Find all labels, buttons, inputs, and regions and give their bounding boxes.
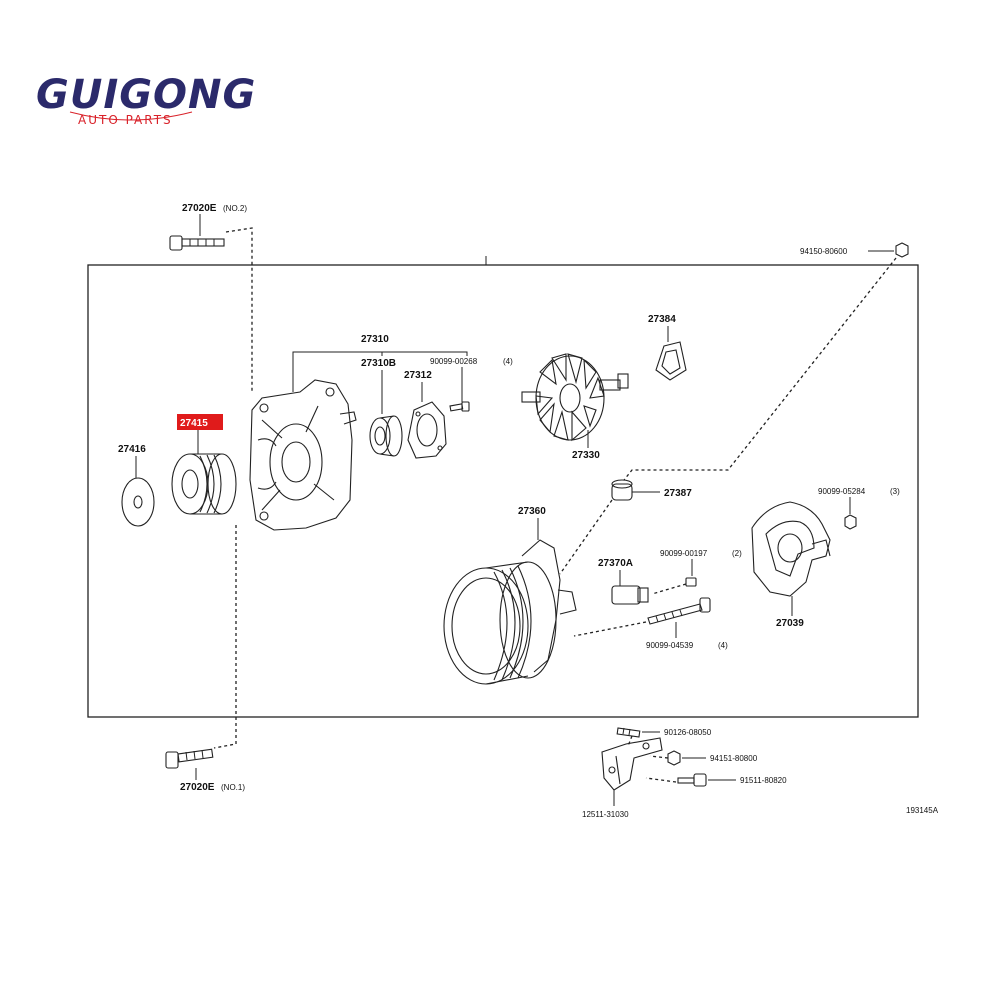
label-no2-note: (NO.2) bbox=[223, 204, 247, 213]
label-90099-00268: 90099-00268 bbox=[430, 357, 478, 366]
label-91511-80820: 91511-80820 bbox=[740, 776, 787, 785]
label-27310: 27310 bbox=[361, 334, 389, 345]
logo-swoosh-icon bbox=[69, 111, 193, 121]
dash-bolt-no1 bbox=[213, 525, 237, 749]
bearing-icon bbox=[369, 415, 403, 457]
through-bolt-icon bbox=[647, 597, 711, 625]
label-27360: 27360 bbox=[518, 506, 546, 517]
bracket-bolt-icon bbox=[677, 773, 707, 787]
label-90099-05284: 90099-05284 bbox=[818, 487, 866, 496]
retainer-plate-icon bbox=[407, 401, 447, 459]
label-27039: 27039 bbox=[776, 618, 804, 629]
label-27310b: 27310B bbox=[361, 358, 396, 369]
label-90099-05284-qty: (3) bbox=[890, 487, 900, 496]
label-27370a: 27370A bbox=[598, 558, 633, 569]
brush-holder-icon bbox=[611, 585, 649, 605]
rear-cover-icon bbox=[751, 501, 831, 597]
brand-logo: GUIGONG AUTO PARTS bbox=[36, 72, 256, 127]
label-94150-80600: 94150-80600 bbox=[800, 247, 848, 256]
label-27330: 27330 bbox=[572, 450, 600, 461]
label-90099-04539: 90099-04539 bbox=[646, 641, 694, 650]
stud-bolt-icon bbox=[616, 727, 641, 738]
label-27312: 27312 bbox=[404, 370, 432, 381]
ring-icon bbox=[655, 341, 687, 381]
label-90099-04539-qty: (4) bbox=[718, 641, 728, 650]
logo-brand-text: GUIGONG bbox=[36, 72, 256, 118]
terminal-insulator-icon bbox=[611, 479, 633, 501]
label-94151-80800: 94151-80800 bbox=[710, 754, 758, 763]
label-27020e-no1: 27020E bbox=[180, 782, 215, 793]
logo-tagline-text: AUTO PARTS bbox=[78, 113, 173, 127]
nut-icon bbox=[895, 242, 909, 258]
label-27415: 27415 bbox=[180, 418, 208, 429]
label-27416: 27416 bbox=[118, 444, 146, 455]
bracket-icon bbox=[601, 737, 663, 791]
rotor-icon bbox=[521, 353, 629, 442]
rear-cover-nut-icon bbox=[844, 514, 857, 530]
dash-nut-to-bracket bbox=[649, 755, 669, 759]
stator-frame-icon bbox=[443, 539, 577, 685]
figure-code: 193145A bbox=[906, 806, 939, 815]
screw-icon bbox=[449, 401, 470, 412]
dash-bolt-to-frame bbox=[573, 621, 647, 637]
dash-screw-to-holder bbox=[651, 583, 687, 595]
assembly-frame bbox=[87, 264, 919, 718]
dash-bolt-to-bracket bbox=[645, 777, 677, 783]
label-12511-31030: 12511-31030 bbox=[582, 810, 629, 819]
dash-bolt-no2 bbox=[225, 227, 253, 392]
dash-stud-to-bracket bbox=[627, 735, 633, 747]
highlight-27415 bbox=[177, 414, 223, 430]
washer-icon bbox=[121, 477, 155, 527]
bolt-no1-icon bbox=[165, 748, 214, 769]
brush-screw-icon bbox=[685, 577, 697, 587]
dash-nut-to-insulator bbox=[623, 257, 897, 481]
label-90126-08050: 90126-08050 bbox=[664, 728, 712, 737]
label-no1-note: (NO.1) bbox=[221, 783, 245, 792]
label-27384: 27384 bbox=[648, 314, 676, 325]
label-90099-00268-qty: (4) bbox=[503, 357, 513, 366]
front-frame-icon bbox=[249, 379, 357, 531]
label-27020e-no2: 27020E bbox=[182, 203, 217, 214]
bracket-nut-icon bbox=[667, 750, 681, 766]
label-90099-00197-qty: (2) bbox=[732, 549, 742, 558]
label-90099-00197: 90099-00197 bbox=[660, 549, 708, 558]
bolt-no2-icon bbox=[169, 235, 225, 251]
label-27387: 27387 bbox=[664, 488, 692, 499]
pulley-icon bbox=[171, 453, 237, 515]
